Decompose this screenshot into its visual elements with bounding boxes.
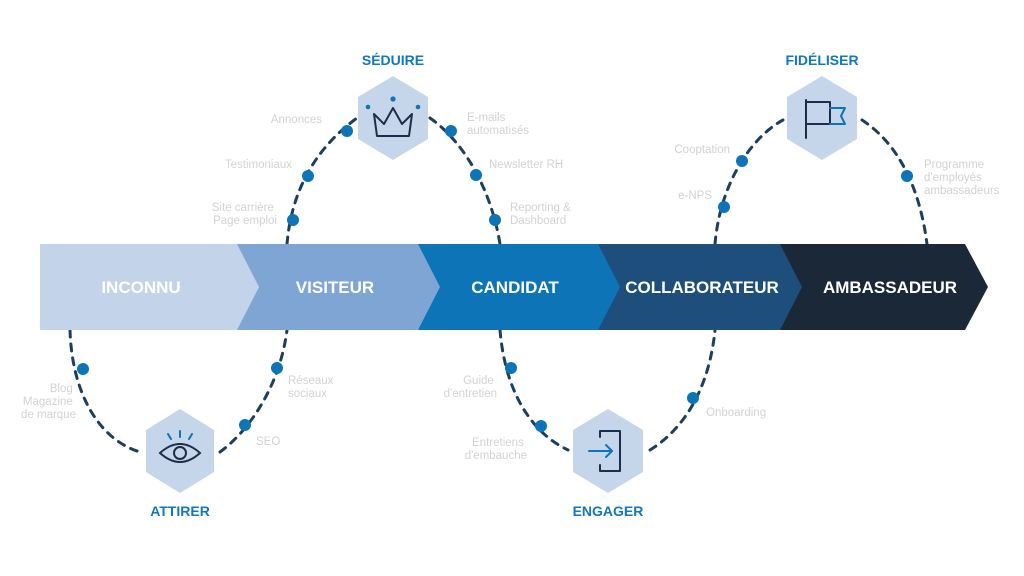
- touchpoint-label-onboarding: Onboarding: [706, 407, 766, 419]
- touchpoint-dots: [77, 125, 913, 432]
- curve-segment-collaborateur-up: [713, 118, 785, 246]
- phase-label-fideliser: FIDÉLISER: [785, 52, 858, 68]
- curve-segment-candidat-down: [498, 328, 570, 452]
- dot-blog: [77, 363, 89, 375]
- stage-inconnu: [40, 244, 259, 330]
- hexagon-fideliser: [787, 76, 857, 160]
- touchpoint-label-blog: Blog Magazine de marque: [21, 383, 76, 421]
- phase-seduire: SÉDUIRE: [358, 52, 428, 160]
- curve-segment-fideliser-right: [860, 118, 929, 246]
- touchpoint-label-newsletter: Newsletter RH: [489, 159, 563, 171]
- touchpoint-label-cooptation: Cooptation: [674, 144, 730, 156]
- dot-guide: [505, 362, 517, 374]
- stage-label-visiteur: VISITEUR: [296, 278, 374, 297]
- touchpoint-label-emails: E-mails automatisés: [467, 112, 529, 137]
- phase-label-engager: ENGAGER: [573, 503, 644, 519]
- flag-icon: [805, 99, 846, 139]
- phase-engager: ENGAGER: [573, 409, 644, 519]
- hexagon-attirer: [146, 409, 214, 493]
- touchpoint-label-annonces: Annonces: [271, 114, 322, 126]
- dot-reseaux: [271, 362, 283, 374]
- hexagon-seduire: [358, 76, 428, 160]
- touchpoint-label-testimoniaux: Testimoniaux: [225, 159, 292, 171]
- curve-segment-attirer-right: [218, 328, 289, 454]
- stage-collaborateur: [576, 244, 802, 330]
- dot-seo: [239, 419, 251, 431]
- stage-visiteur: [215, 244, 440, 330]
- dot-onboarding: [687, 392, 699, 404]
- stage-label-ambassadeur: AMBASSADEUR: [823, 278, 957, 297]
- dot-entretiens: [535, 420, 547, 432]
- touchpoint-label-guide: Guide d'entretien: [444, 375, 497, 400]
- stage-band: INCONNU VISITEUR CANDIDAT COLLABORATEUR …: [40, 244, 988, 330]
- dot-annonces: [341, 125, 353, 137]
- touchpoint-label-entretiens: Entretiens d'embauche: [465, 437, 527, 462]
- dot-site: [287, 214, 299, 226]
- crown-icon: [365, 96, 421, 137]
- stage-label-collaborateur: COLLABORATEUR: [625, 278, 779, 297]
- eye-icon: [158, 430, 202, 463]
- dot-cooptation: [736, 155, 748, 167]
- curve-segment-attirer: [68, 328, 142, 454]
- phase-attirer: ATTIRER: [146, 409, 214, 519]
- stage-ambassadeur: [765, 244, 988, 330]
- stage-label-candidat: CANDIDAT: [471, 278, 559, 297]
- touchpoint-labels: Blog Magazine de marque Réseaux sociaux …: [21, 112, 1000, 462]
- touchpoint-label-seo: SEO: [256, 436, 280, 448]
- touchpoint-label-reporting: Reporting & Dashboard: [510, 202, 574, 227]
- touchpoint-label-enps: e-NPS: [678, 190, 712, 202]
- phase-label-seduire: SÉDUIRE: [362, 52, 424, 68]
- stage-label-inconnu: INCONNU: [101, 278, 180, 297]
- dot-newsletter: [470, 169, 482, 181]
- enter-door-icon: [588, 430, 621, 472]
- phase-fideliser: FIDÉLISER: [785, 52, 859, 160]
- dot-testimoniaux: [302, 170, 314, 182]
- phase-label-attirer: ATTIRER: [150, 503, 210, 519]
- dot-enps: [718, 201, 730, 213]
- dot-emails: [445, 125, 457, 137]
- touchpoint-label-site: Site carrière Page emploi: [212, 202, 277, 227]
- touchpoint-label-programme: Programme d'employés ambassadeurs: [924, 159, 1000, 197]
- dot-reporting: [489, 214, 501, 226]
- dot-programme: [901, 170, 913, 182]
- touchpoint-label-reseaux: Réseaux sociaux: [288, 375, 337, 400]
- curve-segment-engager-right: [648, 328, 717, 452]
- stage-candidat: [396, 244, 620, 330]
